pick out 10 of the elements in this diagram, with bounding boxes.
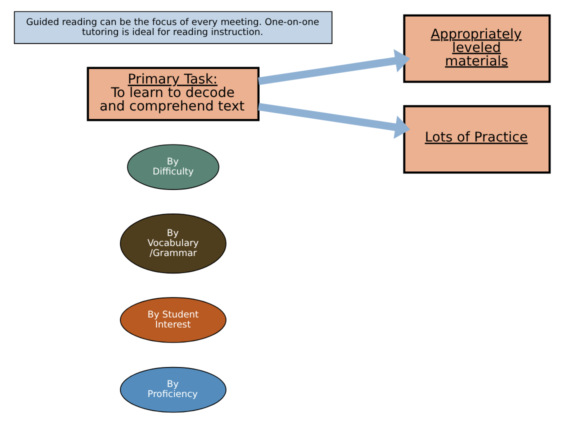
node-box: Guided reading can be the focus of every meeting. One-on-one tutoring is ideal for reading instruction.: [13, 11, 332, 44]
arrow: [258, 49, 410, 86]
node-box: Appropriately leveled materials: [402, 14, 550, 83]
node-ellipse: By Difficulty: [126, 144, 219, 190]
node-box: Lots of Practice: [402, 105, 550, 174]
arrow: [258, 102, 410, 139]
node-ellipse: By Proficiency: [119, 366, 226, 413]
node-ellipse: By Student Interest: [119, 297, 226, 343]
node-ellipse: By Vocabulary /Grammar: [119, 214, 226, 274]
node-box: Primary Task: To learn to decode and comprehend text: [86, 66, 260, 122]
